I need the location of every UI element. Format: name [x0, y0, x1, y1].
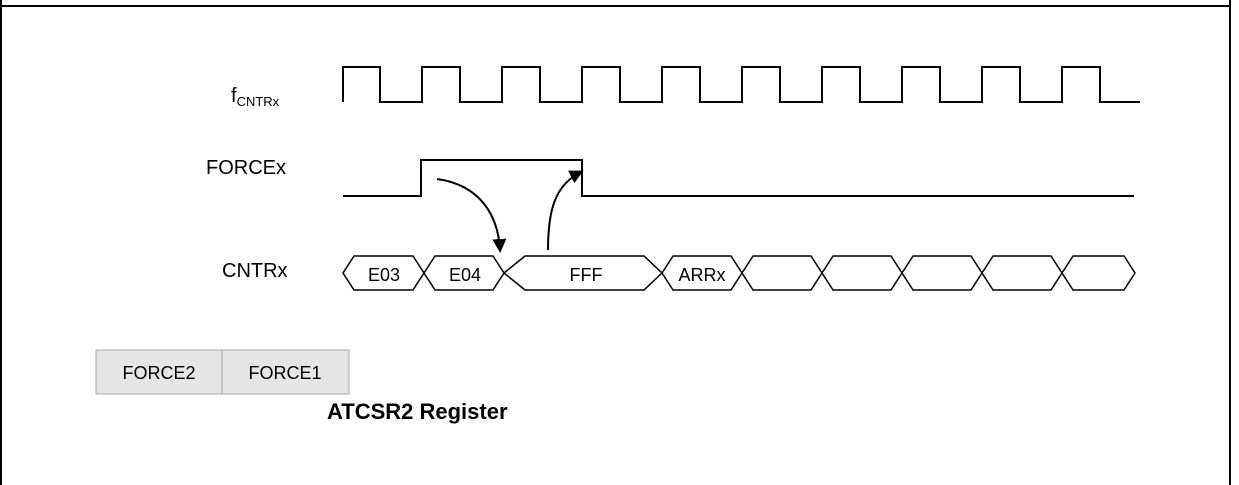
- counter-value-e03: E03: [368, 265, 400, 285]
- force-signal-label: FORCEx: [206, 157, 286, 179]
- counter-cell-blank: [981, 255, 1063, 291]
- counter-cell-blank: [741, 255, 823, 291]
- register-field-force2-label: FORCE2: [122, 363, 195, 383]
- counter-value-arrx: ARRx: [678, 265, 725, 285]
- register-field-force1-label: FORCE1: [248, 363, 321, 383]
- clock-signal-label: fCNTRx: [231, 85, 280, 109]
- register-field-force2: [95, 349, 223, 395]
- force-waveform: [343, 159, 1134, 197]
- arrow-down-icon: [436, 178, 507, 253]
- counter-cell-blank: [1061, 255, 1136, 291]
- counter-value-fff: FFF: [570, 265, 603, 285]
- register-fields: FORCE2 FORCE1: [95, 349, 350, 395]
- counter-signal-label: CNTRx: [222, 260, 288, 282]
- counter-bus: E03 E04 FFF ARRx: [342, 255, 1136, 291]
- counter-value-e04: E04: [449, 265, 481, 285]
- arrow-up-icon: [547, 170, 584, 251]
- clock-waveform: [342, 66, 1140, 103]
- register-caption: ATCSR2 Register: [327, 399, 508, 424]
- register-field-force1: [221, 349, 350, 395]
- counter-cell-blank: [821, 255, 903, 291]
- counter-cell-blank: [901, 255, 983, 291]
